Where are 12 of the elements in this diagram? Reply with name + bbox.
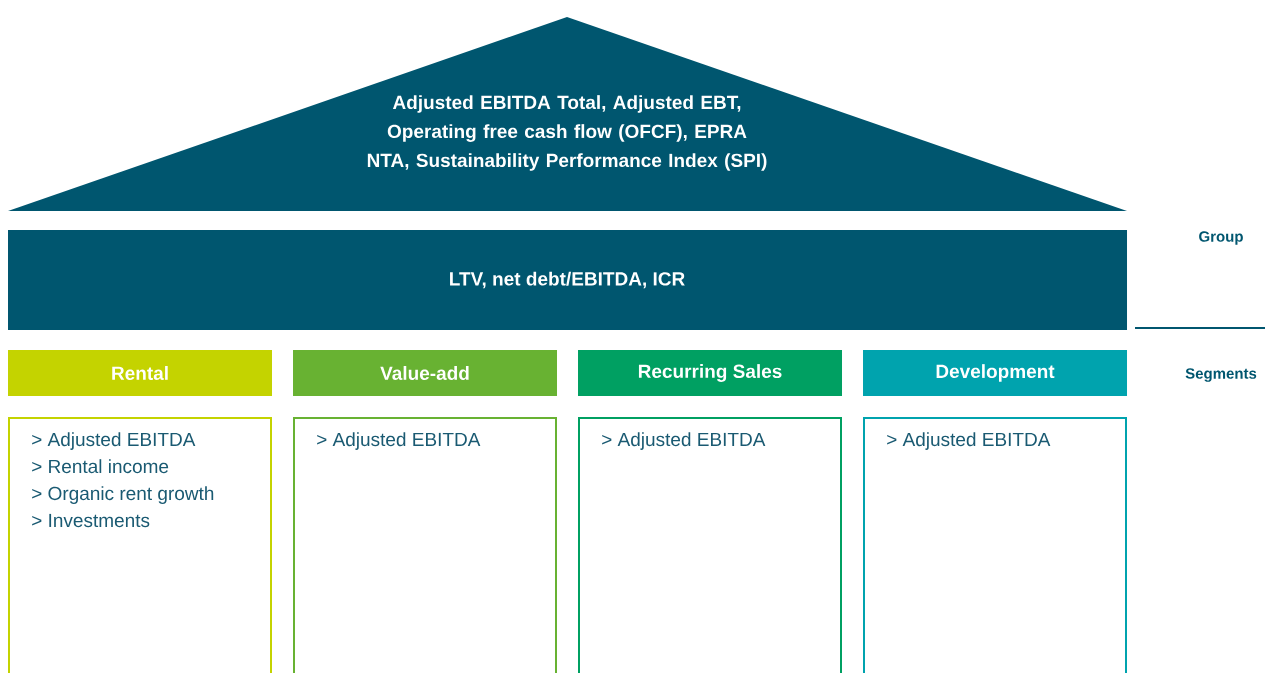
roof-triangle: Adjusted EBITDA Total, Adjusted EBT, Operating free cash flow (OFCF), EPRA NTA, Sustainability Performance Index (SPI): [8, 17, 1127, 211]
segment-header: Value-add: [293, 350, 557, 396]
kpi-list-box: > Adjusted EBITDA: [293, 417, 557, 673]
band: LTV, net debt/EBITDA, ICR: [8, 230, 1127, 330]
level-label: Segments: [1185, 368, 1257, 382]
kpi-list-box: > Adjusted EBITDA: [578, 417, 842, 673]
segment-header: Rental: [8, 350, 272, 396]
segment-header: Recurring Sales: [578, 350, 842, 396]
kpi-list-box: > Adjusted EBITDA: [863, 417, 1127, 673]
segment-header: Development: [863, 350, 1127, 396]
kpi-list-box: > Adjusted EBITDA > Rental income > Organic rent growth > Investments: [8, 417, 272, 673]
level-label: Group: [1199, 231, 1243, 245]
